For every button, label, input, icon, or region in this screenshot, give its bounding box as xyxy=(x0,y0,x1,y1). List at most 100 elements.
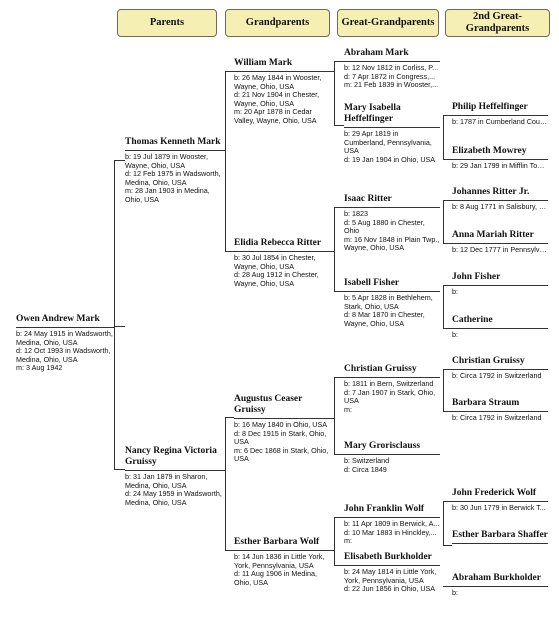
birth-info: b: 26 May 1844 in Wooster, Wayne, Ohio, … xyxy=(234,74,322,91)
person-christian-gruissy-sr[interactable]: Christian Gruissy b: Circa 1792 in Switz… xyxy=(452,356,548,381)
person-augustus[interactable]: Augustus Ceaser Gruissy b: 16 May 1840 i… xyxy=(234,394,334,464)
person-john-franklin[interactable]: John Franklin Wolf b: 11 Apr 1809 in Ber… xyxy=(344,504,440,546)
connector xyxy=(225,417,234,418)
person-name: Owen Andrew Mark xyxy=(16,314,114,328)
person-details: b: 19 Jul 1879 in Wooster, Wayne, Ohio, … xyxy=(125,151,225,205)
death-info: d: Circa 1849 xyxy=(344,465,387,474)
person-name: Augustus Ceaser Gruissy xyxy=(234,394,334,419)
person-name: John Franklin Wolf xyxy=(344,504,440,518)
person-details: b: 1811 in Bern, Switzerland d: 7 Jan 19… xyxy=(344,378,440,414)
birth-info: b: 24 May 1814 in Little York, York, Pen… xyxy=(344,568,437,585)
person-mary-isabella[interactable]: Mary Isabella Heffelfinger b: 29 Apr 181… xyxy=(344,103,440,164)
person-owen[interactable]: Owen Andrew Mark b: 24 May 1915 in Wadsw… xyxy=(16,314,114,373)
connector xyxy=(114,326,125,327)
death-info: d: 10 Mar 1883 in Hinckley,... xyxy=(344,528,437,537)
person-name: Thomas Kenneth Mark xyxy=(125,137,225,151)
person-details: b: 24 May 1915 in Wadsworth, Medina, Ohi… xyxy=(16,328,114,373)
marriage-info: m: 3 Aug 1942 xyxy=(16,364,63,373)
person-christian-gruissy[interactable]: Christian Gruissy b: 1811 in Bern, Switz… xyxy=(344,364,440,414)
person-elidia[interactable]: Elidia Rebecca Ritter b: 30 Jul 1854 in … xyxy=(234,238,334,288)
person-details: b: 30 Jun 1779 in Berwick T... xyxy=(452,502,548,513)
person-details: b: 1787 in Cumberland Coun... xyxy=(452,116,548,127)
birth-info: b: 1787 in Cumberland Coun... xyxy=(452,118,548,126)
person-name: John Frederick Wolf xyxy=(452,488,548,502)
person-johannes[interactable]: Johannes Ritter Jr. b: 8 Aug 1771 in Sal… xyxy=(452,187,548,212)
person-name: Philip Heffelfinger xyxy=(452,102,548,116)
person-name: Anna Mariah Ritter xyxy=(452,230,548,244)
birth-info: b: 1823 xyxy=(344,210,368,218)
person-esther-shaffer[interactable]: Esther Barbara Shaffer xyxy=(452,530,548,544)
birth-info: b: xyxy=(452,288,458,296)
person-isabell[interactable]: Isabell Fisher b: 5 Apr 1828 in Bethlehe… xyxy=(344,278,440,328)
person-name: Elizabeth Mowrey xyxy=(452,146,548,160)
death-info: d: 8 Dec 1915 in Stark, Ohio, USA xyxy=(234,429,327,447)
connector xyxy=(225,71,234,72)
connector xyxy=(334,207,344,208)
person-john-fisher[interactable]: John Fisher b: xyxy=(452,272,548,297)
person-details: b: 12 Nov 1812 in Corliss, P... d: 7 Apr… xyxy=(344,62,440,90)
connector xyxy=(443,285,444,329)
connector xyxy=(443,243,452,244)
person-name: Esther Barbara Wolf xyxy=(234,537,334,551)
person-details: b: 26 May 1844 in Wooster, Wayne, Ohio, … xyxy=(234,72,334,126)
birth-info: b: 24 May 1915 in Wadsworth, Medina, Ohi… xyxy=(16,330,113,347)
birth-info: b: 1811 in Bern, Switzerland xyxy=(344,380,434,388)
person-elizabeth[interactable]: Elizabeth Mowrey b: 29 Jan 1799 in Miffl… xyxy=(452,146,548,171)
death-info: d: 12 Oct 1993 in Wadsworth, Medina, Ohi… xyxy=(16,347,111,364)
person-name: John Fisher xyxy=(452,272,548,286)
person-mary-grorisclauss[interactable]: Mary Grorisclauss b: Switzerland d: Circ… xyxy=(344,441,440,474)
person-barbara[interactable]: Barbara Straum b: Circa 1792 in Switzerl… xyxy=(452,398,548,423)
person-name: Barbara Straum xyxy=(452,398,548,412)
person-abraham-burkholder[interactable]: Abraham Burkholder b: xyxy=(452,573,548,598)
person-nancy[interactable]: Nancy Regina Victoria Gruissy b: 31 Jan … xyxy=(125,446,225,507)
person-catherine[interactable]: Catherine b: xyxy=(452,315,548,340)
person-details: b: Switzerland d: Circa 1849 xyxy=(344,455,440,474)
birth-info: b: 12 Dec 1777 in Pennsylva... xyxy=(452,246,548,254)
person-details: b: 14 Jun 1836 in Little York, York, Pen… xyxy=(234,551,334,587)
person-name: Johannes Ritter Jr. xyxy=(452,187,548,201)
person-details: b: Circa 1792 in Switzerland xyxy=(452,370,548,381)
connector xyxy=(334,207,335,292)
connector xyxy=(443,411,452,412)
person-isaac[interactable]: Isaac Ritter b: 1823 d: 5 Aug 1880 in Ch… xyxy=(344,194,440,253)
person-thomas[interactable]: Thomas Kenneth Mark b: 19 Jul 1879 in Wo… xyxy=(125,137,225,205)
person-esther[interactable]: Esther Barbara Wolf b: 14 Jun 1836 in Li… xyxy=(234,537,334,587)
person-name: Mary Isabella Heffelfinger xyxy=(344,103,440,128)
person-details: b: 29 Jan 1799 in Mifflin Tow... xyxy=(452,160,548,171)
connector xyxy=(334,377,335,455)
person-john-frederick[interactable]: John Frederick Wolf b: 30 Jun 1779 in Be… xyxy=(452,488,548,513)
connector xyxy=(334,517,335,566)
connector xyxy=(443,501,444,546)
person-anna[interactable]: Anna Mariah Ritter b: 12 Dec 1777 in Pen… xyxy=(452,230,548,255)
person-name: Christian Gruissy xyxy=(344,364,440,378)
person-details: b: 8 Aug 1771 in Salisbury, L... xyxy=(452,201,548,212)
person-name: Mary Grorisclauss xyxy=(344,441,440,455)
person-name: Abraham Burkholder xyxy=(452,573,548,587)
death-info: d: 11 Aug 1906 in Medina, Ohio, USA xyxy=(234,570,317,587)
connector xyxy=(443,159,452,160)
connector xyxy=(443,369,444,412)
person-elisabeth[interactable]: Elisabeth Burkholder b: 24 May 1814 in L… xyxy=(344,552,440,594)
header-2nd-great-grandparents: 2nd Great-Grandparents xyxy=(445,9,550,37)
person-name: William Mark xyxy=(234,58,334,72)
connector xyxy=(225,251,234,252)
connector xyxy=(334,517,344,518)
connector xyxy=(443,545,452,546)
person-william[interactable]: William Mark b: 26 May 1844 in Wooster, … xyxy=(234,58,334,126)
person-name: Catherine xyxy=(452,315,548,329)
person-philip[interactable]: Philip Heffelfinger b: 1787 in Cumberlan… xyxy=(452,102,548,127)
connector xyxy=(334,377,344,378)
connector xyxy=(334,454,344,455)
connector xyxy=(114,469,125,470)
death-info: d: 12 Feb 1975 in Wadsworth, Medina, Ohi… xyxy=(125,170,221,187)
birth-info: b: 11 Apr 1809 in Berwick, A... xyxy=(344,520,440,528)
marriage-info: m: 28 Jan 1903 in Medina, Ohio, USA xyxy=(125,187,210,204)
connector xyxy=(443,328,452,329)
birth-info: b: 12 Nov 1812 in Corliss, P... xyxy=(344,64,439,72)
birth-info: b: 31 Jan 1879 in Sharon, Medina, Ohio, … xyxy=(125,473,208,490)
connector xyxy=(334,125,344,126)
person-abraham-mark[interactable]: Abraham Mark b: 12 Nov 1812 in Corliss, … xyxy=(344,48,440,90)
marriage-info: m: 6 Dec 1868 in Stark, Ohio, USA xyxy=(234,446,329,464)
death-info: d: 21 Nov 1904 in Chester, Wayne, Ohio, … xyxy=(234,91,320,108)
connector xyxy=(225,417,226,551)
